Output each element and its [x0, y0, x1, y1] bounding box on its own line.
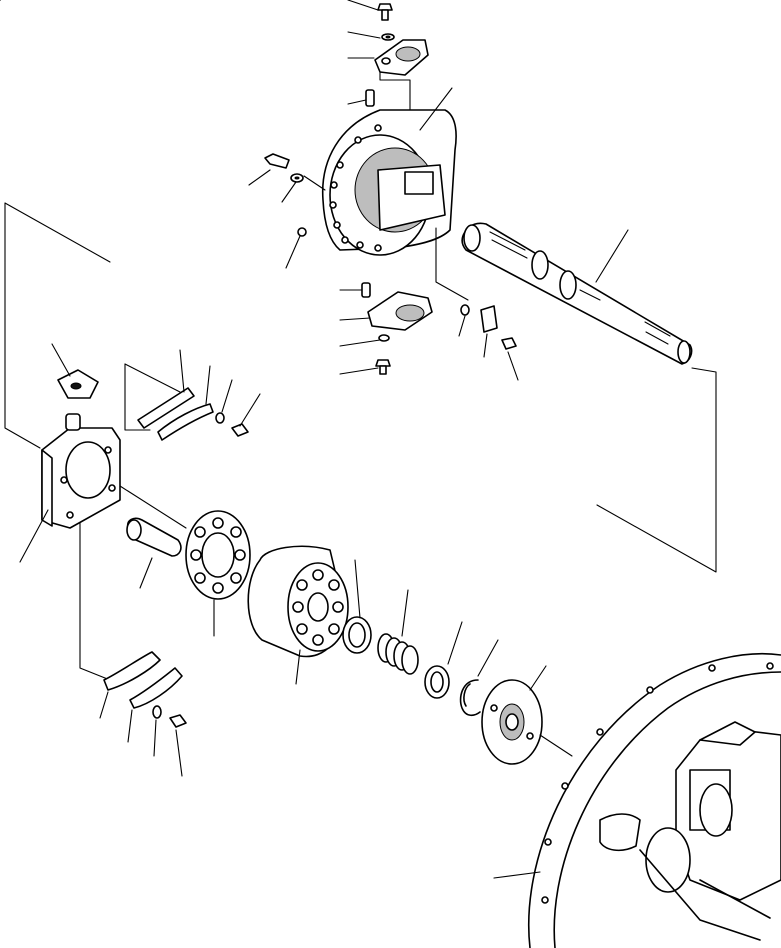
end-cap [323, 110, 456, 255]
lower-link-arms [100, 652, 186, 776]
drive-shaft [462, 223, 691, 364]
end-cap-fasteners [249, 88, 452, 268]
middle-fastener-group [340, 283, 518, 380]
shaft-connector-lines [436, 228, 716, 572]
valve-plate [186, 511, 250, 636]
seal-ring [425, 622, 462, 698]
snap-ring [461, 640, 498, 715]
retainer-plate [482, 666, 572, 764]
retainer-ring [343, 560, 371, 653]
pump-case [20, 414, 120, 562]
cover-plate [52, 344, 98, 398]
cylinder-block [248, 546, 348, 684]
boundary-lines [5, 203, 180, 680]
spring [378, 590, 418, 674]
top-fastener-group [366, 4, 428, 106]
upper-link-arms [138, 350, 260, 440]
piston-rod [120, 486, 186, 588]
